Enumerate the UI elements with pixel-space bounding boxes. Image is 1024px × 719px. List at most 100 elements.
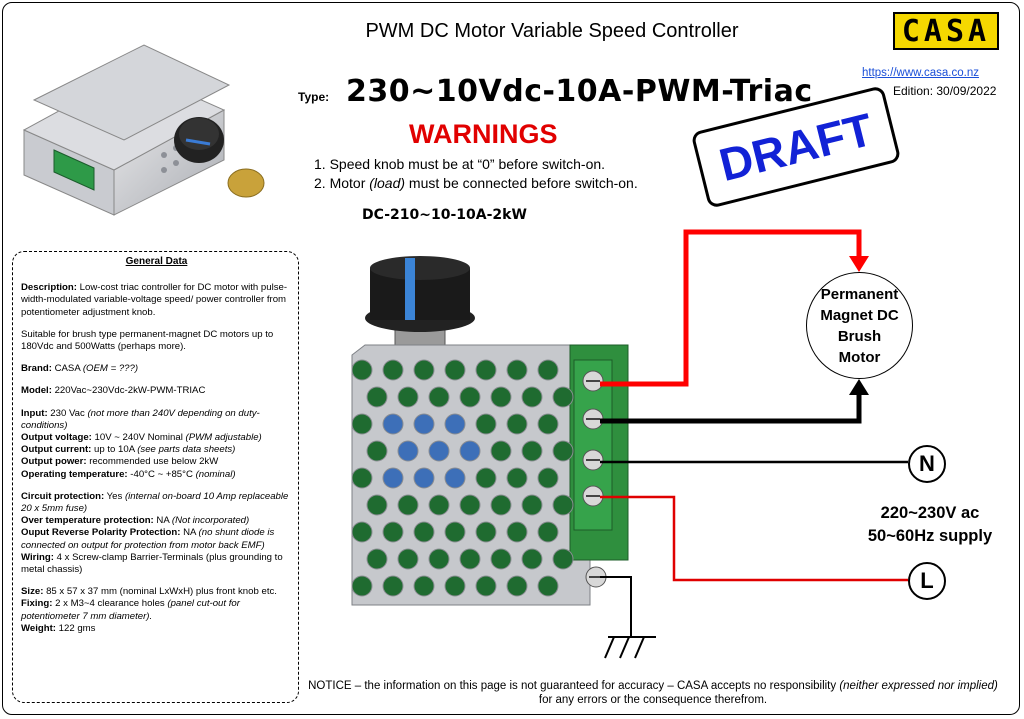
circuit-protection: Circuit protection: Yes (internal on-boa… (21, 490, 289, 515)
model: Model: 220Vac~230Vdc-2kW-PWM-TRIAC (21, 385, 206, 397)
vent-hole (428, 440, 450, 462)
casa-logo: CASA (893, 12, 999, 50)
vent-hole (382, 359, 404, 381)
vent-hole (366, 440, 388, 462)
vent-hole (490, 386, 512, 408)
suitability: Suitable for brush type permanent-magnet… (21, 328, 274, 353)
vent-hole (475, 467, 497, 489)
vent-hole (444, 413, 466, 435)
vent-hole (552, 494, 574, 516)
vent-hole (366, 386, 388, 408)
vent-hole (382, 413, 404, 435)
vent-hole (537, 467, 559, 489)
speed-knob (365, 256, 475, 351)
page-title: PWM DC Motor Variable Speed Controller (365, 20, 739, 42)
terminal-block (573, 359, 613, 588)
ground-symbol (600, 576, 656, 659)
warning-item-2: 2. Motor (load) must be connected before… (314, 175, 638, 191)
vent-hole (475, 575, 497, 597)
vent-hole (397, 386, 419, 408)
vent-hole (428, 548, 450, 570)
vent-hole (552, 440, 574, 462)
vent-hole (459, 548, 481, 570)
terminal-neutral: N (908, 445, 946, 483)
live-wire (600, 495, 908, 582)
disclaimer-notice: NOTICE – the information on this page is… (308, 680, 998, 706)
weight: Weight: 122 gms (21, 622, 96, 634)
vent-hole (521, 440, 543, 462)
vent-hole (351, 413, 373, 435)
vent-hole (351, 521, 373, 543)
over-temperature-protection: Over temperature protection: NA (Not inc… (21, 515, 250, 527)
wiring: Wiring: 4 x Screw-clamp Barrier-Terminal… (21, 551, 283, 576)
vent-hole (552, 386, 574, 408)
reverse-polarity-protection: Ouput Reverse Polarity Protection: NA (n… (21, 527, 275, 551)
vent-hole (444, 467, 466, 489)
model-code: DC-210~10-10A-2kW (362, 207, 527, 223)
vent-hole (351, 359, 373, 381)
vent-hole (444, 575, 466, 597)
general-data-title: General Data (125, 256, 188, 267)
vent-hole (413, 413, 435, 435)
output-voltage: Output voltage: 10V ~ 240V Nominal (PWM … (21, 432, 262, 444)
negative-wire (600, 392, 862, 424)
vent-hole (428, 494, 450, 516)
vent-hole (459, 494, 481, 516)
terminal-live: L (908, 562, 946, 600)
vent-hole (459, 386, 481, 408)
size: Size: 85 x 57 x 37 mm (nominal LxWxH) pl… (21, 586, 277, 598)
supply-label: 220~230V ac 50~60Hz supply (867, 504, 993, 545)
vent-hole (537, 575, 559, 597)
type-value: 230~10Vdc-10A-PWM-Triac (346, 74, 813, 109)
general-data-panel: General Data Description: Low-cost triac… (12, 251, 299, 703)
warning-item-1: 1. Speed knob must be at “0” before swit… (314, 156, 606, 172)
vent-hole (413, 521, 435, 543)
type-label: Type: (298, 90, 330, 104)
positive-wire (600, 229, 862, 387)
motor-label-3: Brush (837, 327, 882, 345)
negative-arrow (849, 379, 869, 395)
vent-hole (382, 467, 404, 489)
operating-temperature: Operating temperature: -40°C ~ +85°C (no… (21, 468, 236, 480)
vent-hole (506, 413, 528, 435)
vent-hole (537, 413, 559, 435)
edition-date: Edition: 30/09/2022 (893, 84, 997, 98)
motor-label-4: Motor (838, 348, 881, 366)
motor-symbol: Permanent Magnet DC Brush Motor (806, 272, 913, 379)
vent-hole (382, 521, 404, 543)
vent-hole (413, 575, 435, 597)
website-link[interactable]: https://www.casa.co.nz (862, 67, 979, 79)
vent-hole (506, 359, 528, 381)
vent-hole (521, 386, 543, 408)
vent-hole (490, 494, 512, 516)
positive-arrow (849, 256, 869, 272)
vent-hole (413, 467, 435, 489)
vent-hole (459, 440, 481, 462)
brand: Brand: CASA (OEM = ???) (21, 363, 139, 375)
vent-hole (537, 521, 559, 543)
vent-hole (428, 386, 450, 408)
vent-hole (490, 548, 512, 570)
vent-hole (444, 521, 466, 543)
vent-hole (382, 575, 404, 597)
vent-hole (413, 359, 435, 381)
vent-hole (351, 467, 373, 489)
vent-hole (521, 494, 543, 516)
vent-hole (397, 548, 419, 570)
output-power: Output power: recommended use below 2kW (21, 456, 219, 468)
vent-hole (475, 413, 497, 435)
vent-hole (506, 521, 528, 543)
vent-hole (537, 359, 559, 381)
fixing: Fixing: 2 x M3~4 clearance holes (panel … (21, 598, 240, 622)
product-photo (22, 44, 265, 216)
description: Description: Low-cost triac controller f… (21, 282, 288, 318)
vent-hole (475, 359, 497, 381)
motor-label-1: Permanent (820, 285, 899, 303)
vent-hole (397, 440, 419, 462)
input: Input: 230 Vac (not more than 240V depen… (21, 407, 260, 431)
vent-hole (397, 494, 419, 516)
vent-hole (444, 359, 466, 381)
vent-hole (475, 521, 497, 543)
